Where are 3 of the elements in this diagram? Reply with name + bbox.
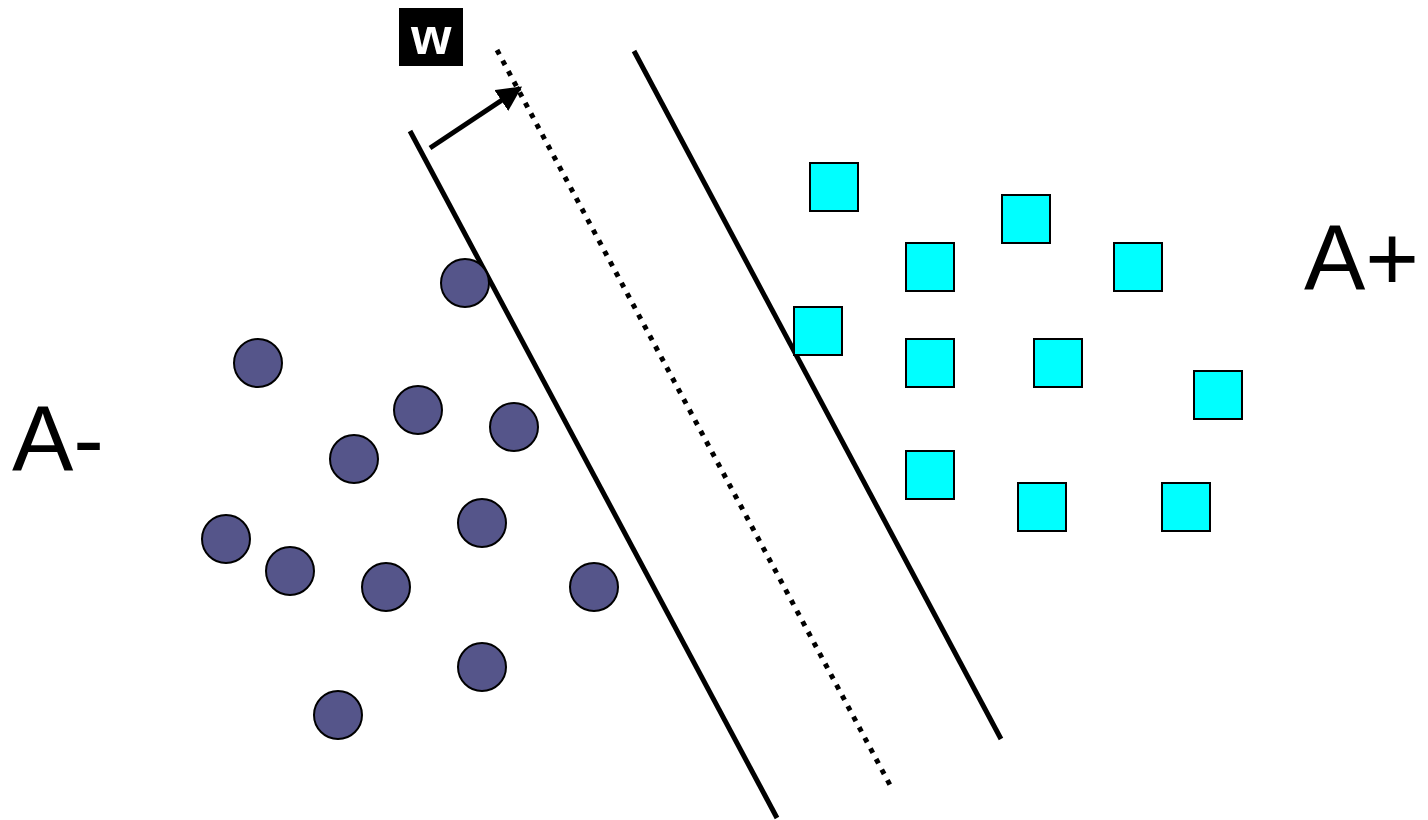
vector-label: w [399,8,464,66]
class-label: A- [12,393,104,485]
class-label: A+ [1304,212,1420,304]
